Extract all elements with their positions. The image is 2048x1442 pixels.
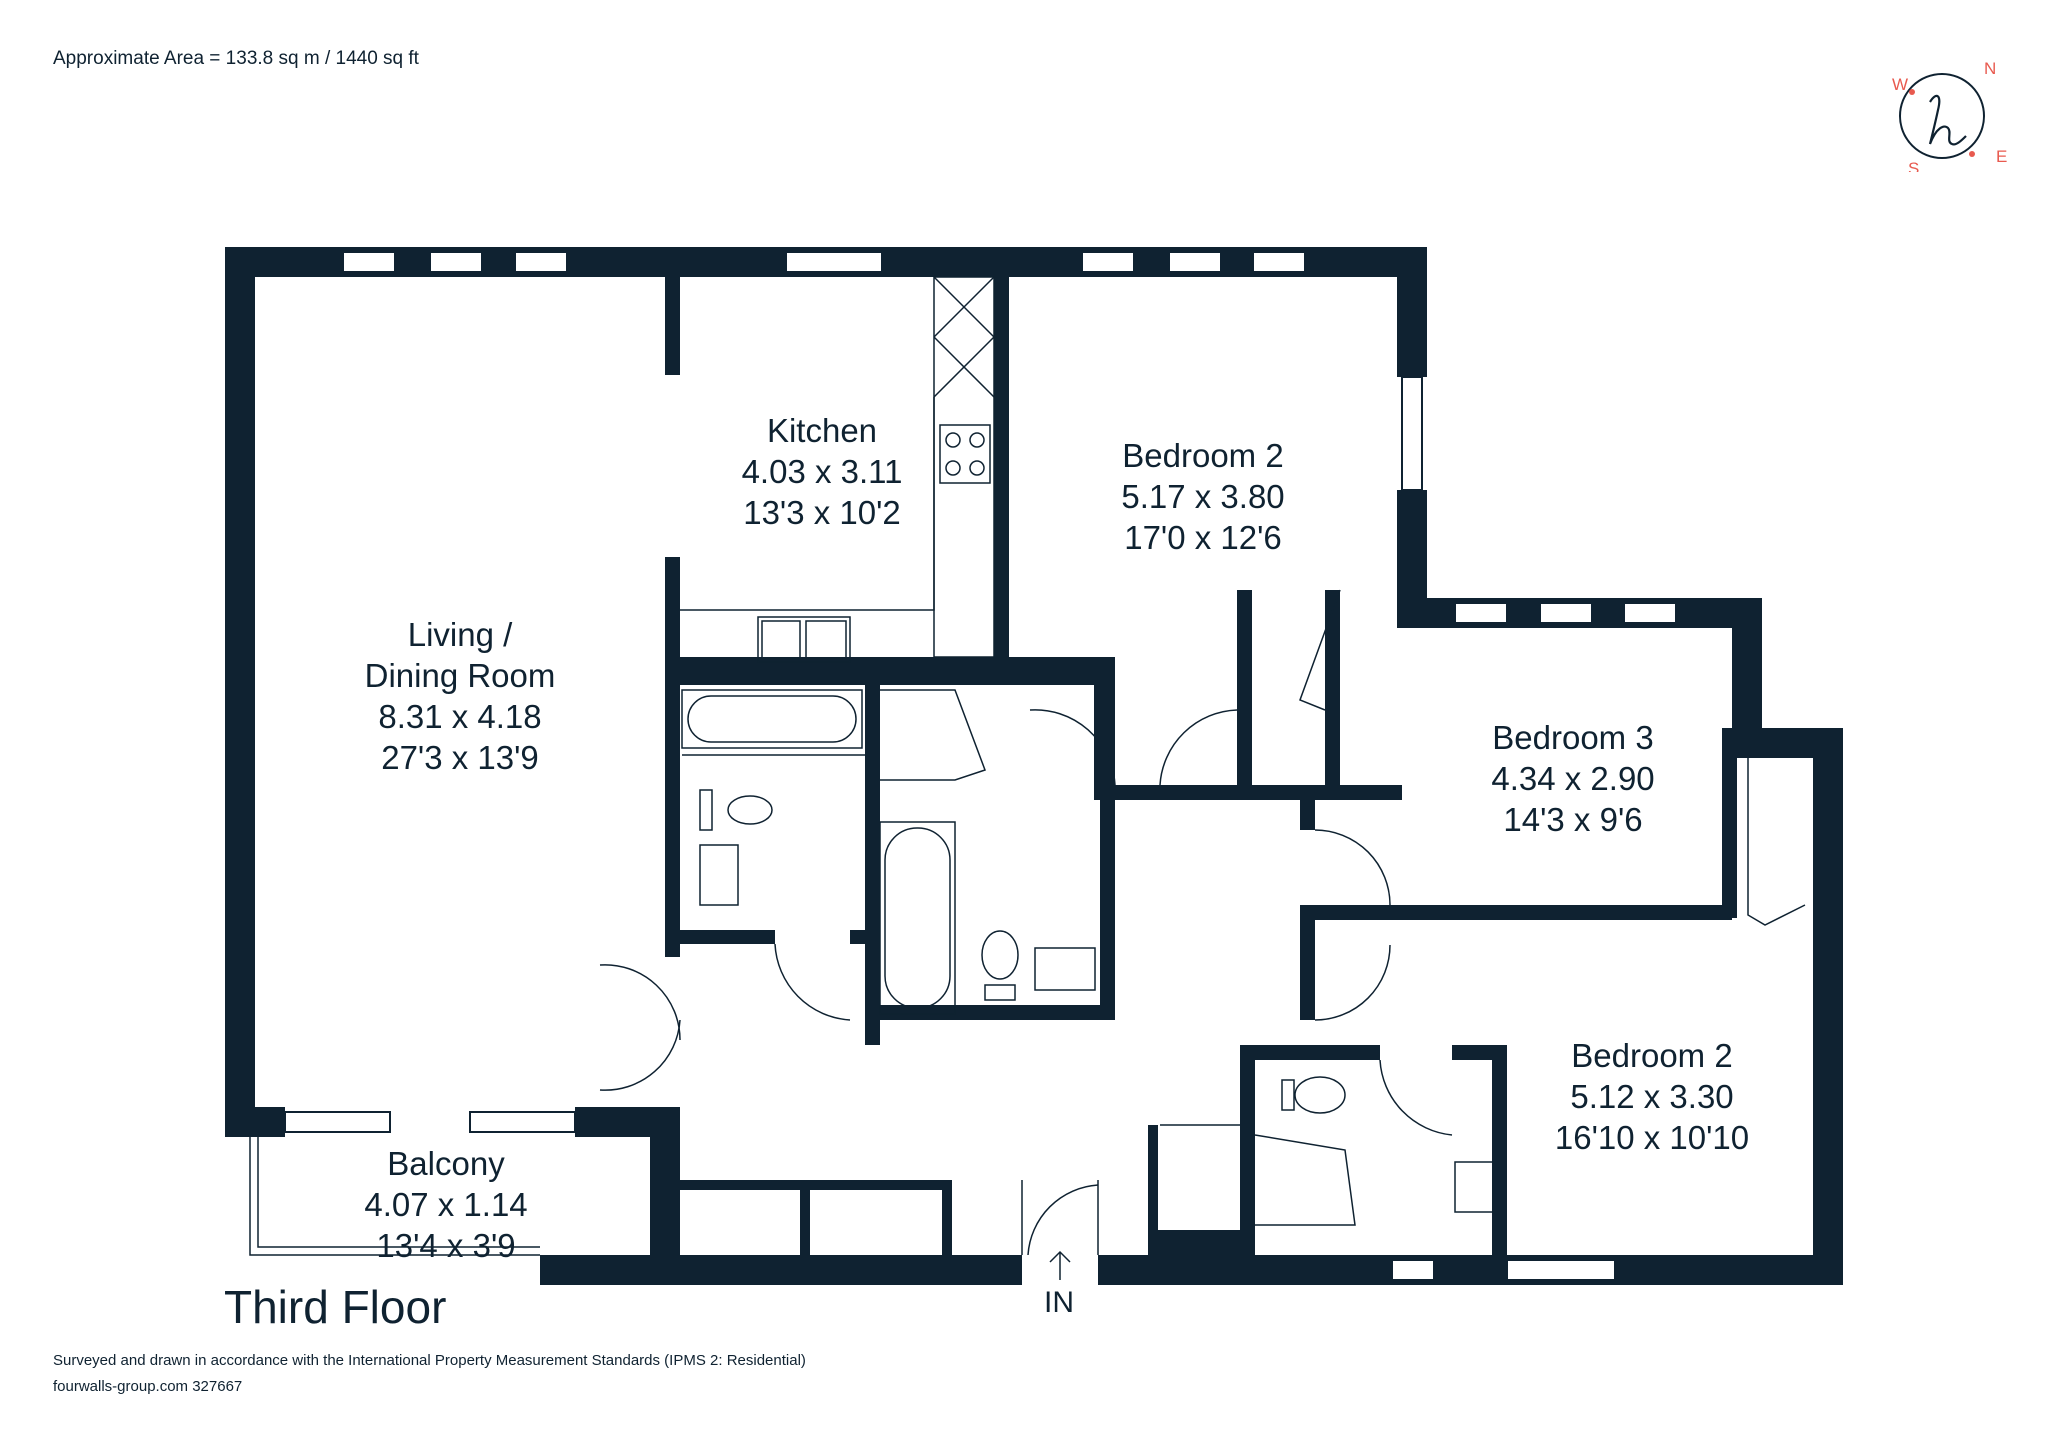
room-imperial: 13'4 x 3'9 — [376, 1227, 516, 1264]
floor-title: Third Floor — [224, 1281, 447, 1333]
room-name: Living / — [407, 616, 513, 653]
compass-w: W — [1892, 75, 1908, 94]
footer-reference: fourwalls-group.com 327667 — [53, 1378, 243, 1395]
compass-e: E — [1996, 147, 2007, 166]
compass-s: S — [1908, 159, 1919, 172]
room-name: Bedroom 2 — [1122, 437, 1284, 474]
room-imperial: 16'10 x 10'10 — [1554, 1119, 1750, 1156]
room-name: Kitchen — [766, 412, 878, 449]
room-metric: 4.34 x 2.90 — [1491, 760, 1655, 797]
room-bedroom-2-upper: Bedroom 2 5.17 x 3.80 17'0 x 12'6 — [1121, 435, 1284, 558]
room-name: Bedroom 2 — [1571, 1037, 1733, 1074]
approximate-area: Approximate Area = 133.8 sq m / 1440 sq … — [53, 48, 419, 69]
room-metric: 4.07 x 1.14 — [364, 1186, 528, 1223]
room-name: Balcony — [387, 1145, 505, 1182]
room-name: Bedroom 3 — [1492, 719, 1654, 756]
room-metric: 4.03 x 3.11 — [741, 453, 903, 490]
room-metric: 5.17 x 3.80 — [1121, 478, 1285, 515]
room-bedroom-3: Bedroom 3 4.34 x 2.90 14'3 x 9'6 — [1491, 717, 1654, 840]
compass-n: N — [1984, 62, 1996, 78]
room-name-2: Dining Room — [364, 657, 556, 694]
room-kitchen: Kitchen 4.03 x 3.11 13'3 x 10'2 — [742, 410, 903, 533]
room-living-dining: Living / Dining Room 8.31 x 4.18 27'3 x … — [365, 614, 556, 778]
room-metric: 8.31 x 4.18 — [378, 698, 542, 735]
compass-logo: N W E S — [1880, 59, 2010, 178]
room-imperial: 13'3 x 10'2 — [743, 494, 901, 531]
room-imperial: 14'3 x 9'6 — [1503, 801, 1643, 838]
room-metric: 5.12 x 3.30 — [1570, 1078, 1734, 1115]
room-imperial: 27'3 x 13'9 — [381, 739, 539, 776]
entrance-label: IN — [1044, 1286, 1074, 1319]
room-bedroom-2-lower: Bedroom 2 5.12 x 3.30 16'10 x 10'10 — [1555, 1035, 1749, 1158]
room-imperial: 17'0 x 12'6 — [1124, 519, 1282, 556]
footer-standards: Surveyed and drawn in accordance with th… — [53, 1352, 806, 1369]
room-balcony: Balcony 4.07 x 1.14 13'4 x 3'9 — [364, 1143, 527, 1266]
